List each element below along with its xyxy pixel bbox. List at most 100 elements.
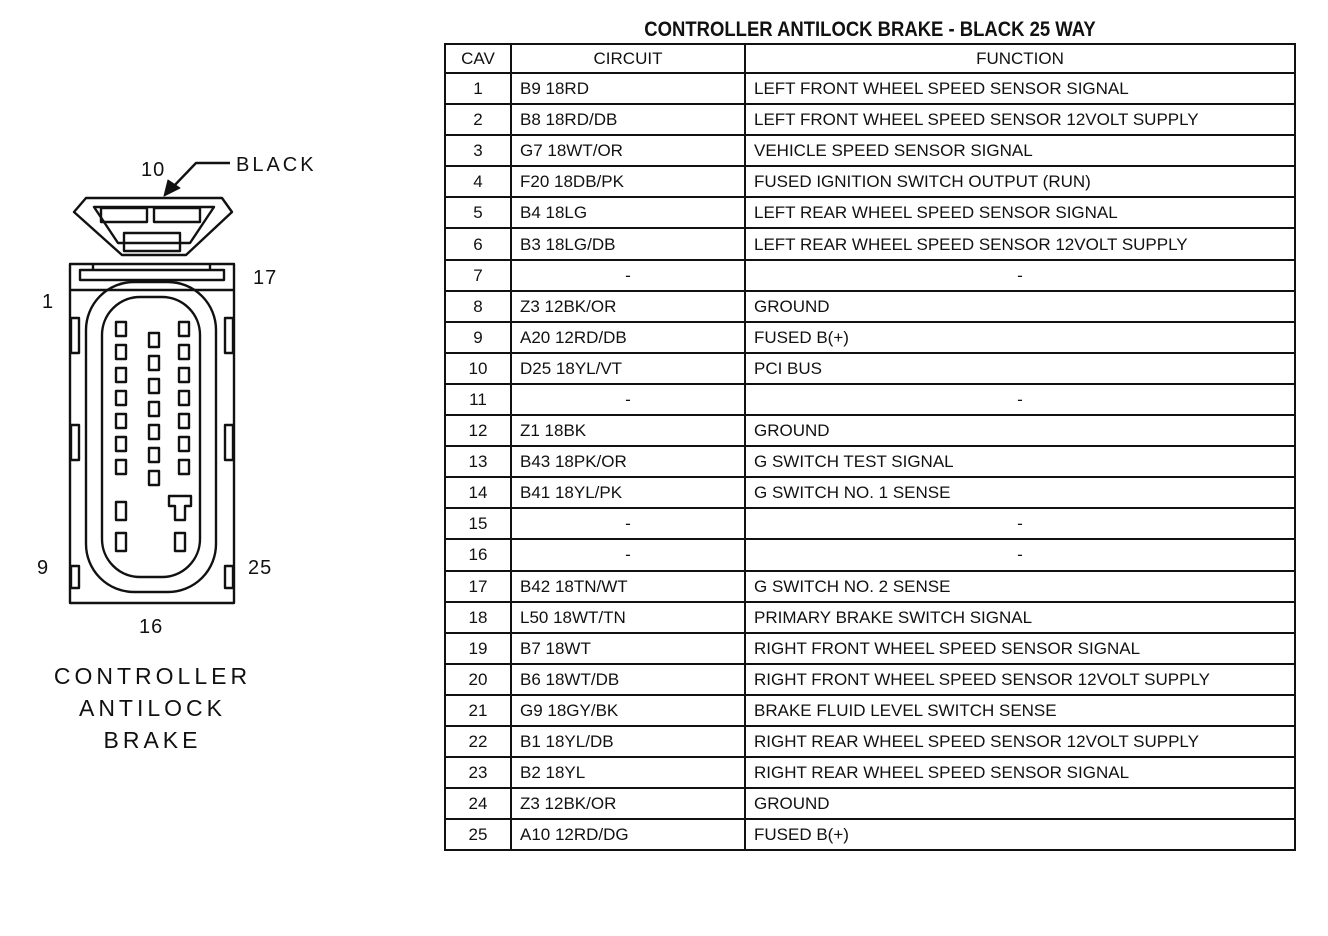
pin-column-right [167,320,193,553]
function-cell: G SWITCH TEST SIGNAL [744,445,1296,479]
cav-cell: 3 [444,134,512,168]
connector-color-label: BLACK [236,154,317,176]
cav-cell: 21 [444,693,512,727]
cav-cell: 11 [444,382,512,417]
header-cav: CAV [444,43,512,74]
circuit-cell: B2 18YL [510,756,746,790]
circuit-cell: B42 18TN/WT [510,569,746,603]
circuit-cell: - [510,538,746,572]
cav-cell: 18 [444,600,512,634]
function-cell: G SWITCH NO. 2 SENSE [744,569,1296,603]
circuit-cell: Z3 12BK/OR [510,787,746,821]
table-header-row: CAV CIRCUIT FUNCTION [444,43,1296,74]
pin-17-label: 17 [253,267,278,289]
header-circuit: CIRCUIT [510,43,746,74]
cav-cell: 16 [444,538,512,572]
function-cell: - [744,382,1296,417]
circuit-cell: - [510,382,746,417]
function-cell: LEFT FRONT WHEEL SPEED SENSOR SIGNAL [744,71,1296,106]
circuit-cell: - [510,507,746,541]
circuit-cell: B6 18WT/DB [510,662,746,696]
pin-column-middle [147,331,161,487]
cav-cell: 14 [444,476,512,510]
connector-cavity-wall [84,280,218,594]
caption-line: BRAKE [103,727,202,753]
function-cell: GROUND [744,414,1296,448]
function-cell: LEFT FRONT WHEEL SPEED SENSOR 12VOLT SUP… [744,103,1296,137]
function-cell: RIGHT REAR WHEEL SPEED SENSOR 12VOLT SUP… [744,724,1296,759]
circuit-cell: L50 18WT/TN [510,600,746,634]
function-cell: RIGHT REAR WHEEL SPEED SENSOR SIGNAL [744,756,1296,790]
cav-cell: 2 [444,103,512,137]
pin-16-label: 16 [139,616,164,638]
circuit-cell: A20 12RD/DB [510,320,746,354]
connector-latch [72,196,234,257]
function-cell: GROUND [744,787,1296,821]
cav-cell: 1 [444,71,512,106]
pin-10-label: 10 [141,159,166,181]
cav-cell: 20 [444,662,512,696]
cav-cell: 4 [444,165,512,199]
function-cell: PRIMARY BRAKE SWITCH SIGNAL [744,600,1296,634]
connector-caption: CONTROLLER ANTILOCK BRAKE [40,660,265,756]
function-cell: RIGHT FRONT WHEEL SPEED SENSOR 12VOLT SU… [744,662,1296,696]
circuit-cell: D25 18YL/VT [510,351,746,385]
cav-cell: 12 [444,414,512,448]
pin-1-label: 1 [42,291,55,313]
circuit-cell: B41 18YL/PK [510,476,746,510]
circuit-cell: Z3 12BK/OR [510,289,746,323]
header-function: FUNCTION [744,43,1296,74]
connector-diagram [68,161,236,605]
cav-cell: 6 [444,227,512,261]
cav-cell: 24 [444,787,512,821]
cav-cell: 10 [444,351,512,385]
circuit-cell: F20 18DB/PK [510,165,746,199]
cav-cell: 13 [444,445,512,479]
table-row: 7-- [444,258,1296,292]
circuit-cell: B7 18WT [510,631,746,665]
function-cell: G SWITCH NO. 1 SENSE [744,476,1296,510]
cav-cell: 7 [444,258,512,292]
circuit-cell: B3 18LG/DB [510,227,746,261]
circuit-cell: Z1 18BK [510,414,746,448]
cav-cell: 8 [444,289,512,323]
function-cell: FUSED IGNITION SWITCH OUTPUT (RUN) [744,165,1296,199]
function-cell: BRAKE FLUID LEVEL SWITCH SENSE [744,693,1296,727]
callout-arrow-icon [163,179,181,197]
pin-column-left [114,320,128,553]
table-row: 15-- [444,507,1296,541]
function-cell: RIGHT FRONT WHEEL SPEED SENSOR SIGNAL [744,631,1296,665]
function-cell: FUSED B(+) [744,320,1296,354]
circuit-cell: B8 18RD/DB [510,103,746,137]
function-cell: - [744,258,1296,292]
connector-housing [68,262,236,605]
circuit-cell: B4 18LG [510,196,746,230]
table-row: 16-- [444,538,1296,572]
circuit-cell: A10 12RD/DG [510,818,746,852]
callout-leader-line [171,161,230,189]
circuit-cell: - [510,258,746,292]
caption-line: ANTILOCK [78,695,227,721]
circuit-cell: B1 18YL/DB [510,724,746,759]
function-cell: PCI BUS [744,351,1296,385]
circuit-cell: G9 18GY/BK [510,693,746,727]
table-row: 11-- [444,382,1296,417]
